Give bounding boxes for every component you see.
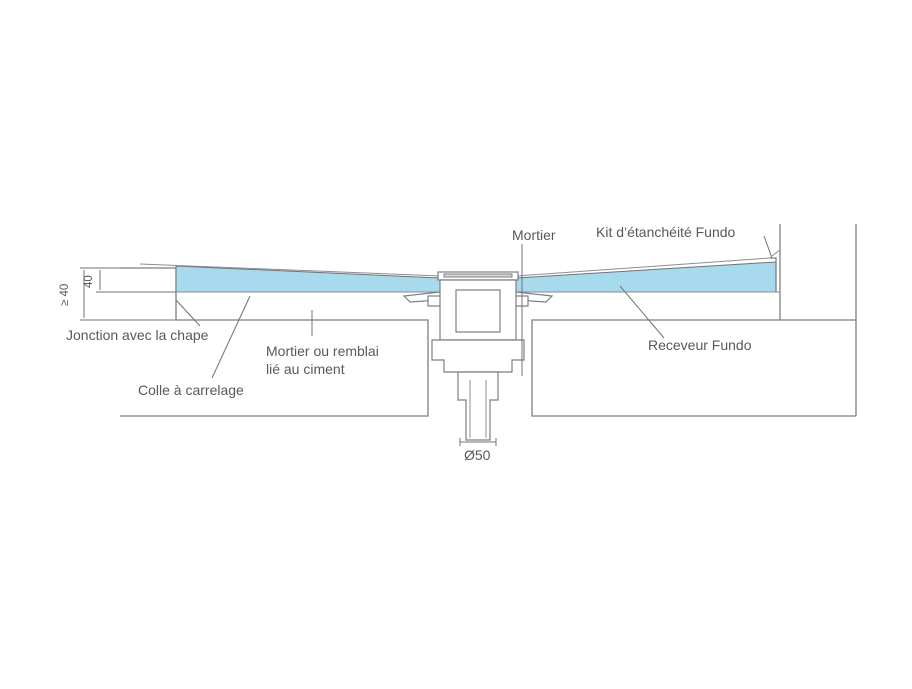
- dimension-left: [80, 267, 176, 321]
- label-receveur: Receveur Fundo: [648, 337, 752, 353]
- label-diametre: Ø50: [464, 447, 491, 463]
- label-mortier-remblai-line1: Mortier ou remblai: [266, 343, 379, 359]
- leader-receveur: [619, 285, 665, 339]
- leader-colle: [211, 295, 251, 379]
- receveur-fundo-tray: [139, 257, 777, 293]
- diameter-dimension: [459, 438, 497, 446]
- label-mortier-remblai-line2: lié au ciment: [266, 361, 345, 377]
- leader-kit: [763, 235, 773, 259]
- label-mortier: Mortier: [512, 227, 556, 243]
- drain-assembly: [402, 271, 554, 441]
- label-jonction: Jonction avec la chape: [66, 327, 209, 343]
- dim-40: 40: [83, 275, 95, 288]
- floor-slab-right: [531, 319, 857, 417]
- label-kit-etancheite: Kit d’étanchéité Fundo: [596, 224, 736, 240]
- dim-ge40: ≥ 40: [59, 284, 71, 306]
- wall-right: [779, 224, 857, 320]
- leader-jonction: [175, 299, 201, 327]
- label-colle: Colle à carrelage: [138, 382, 244, 398]
